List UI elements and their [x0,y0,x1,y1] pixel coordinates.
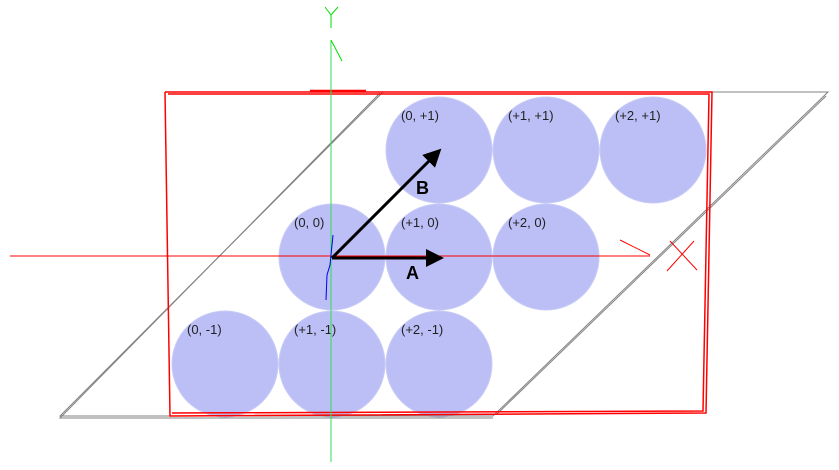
lattice-circle [492,96,600,204]
x-axis-label-glyph [666,240,698,272]
y-axis-label-glyph [324,6,339,28]
cell-label: (0, 0) [294,215,324,230]
cell-label: (+1, 0) [401,215,439,230]
cell-label: (+2, 0) [508,215,546,230]
cell-label: (+2, +1) [615,108,661,123]
lattice-circle [278,310,386,418]
lattice-circle [492,203,600,311]
x-axis-arrowhead [619,239,651,256]
vector-b-label: B [416,178,429,198]
lattice-circles: (0, +1) (+1, +1) (+2, +1) (0, 0) (+1, 0) (+2,… [171,96,707,418]
z-axis-stub [325,234,334,301]
cell-label: (+1, -1) [294,322,336,337]
y-axis-arrowhead [330,39,343,62]
cell-label: (+2, -1) [401,322,443,337]
lattice-circle [385,310,493,418]
vector-b-arrow [330,148,442,260]
cell-label: (+1, +1) [508,108,554,123]
bounding-box [164,89,713,417]
vector-a-label: A [406,263,419,283]
cell-label: (0, +1) [401,108,439,123]
lattice-circle [599,96,707,204]
cell-label: (0, -1) [187,322,222,337]
lattice-circle [171,310,279,418]
